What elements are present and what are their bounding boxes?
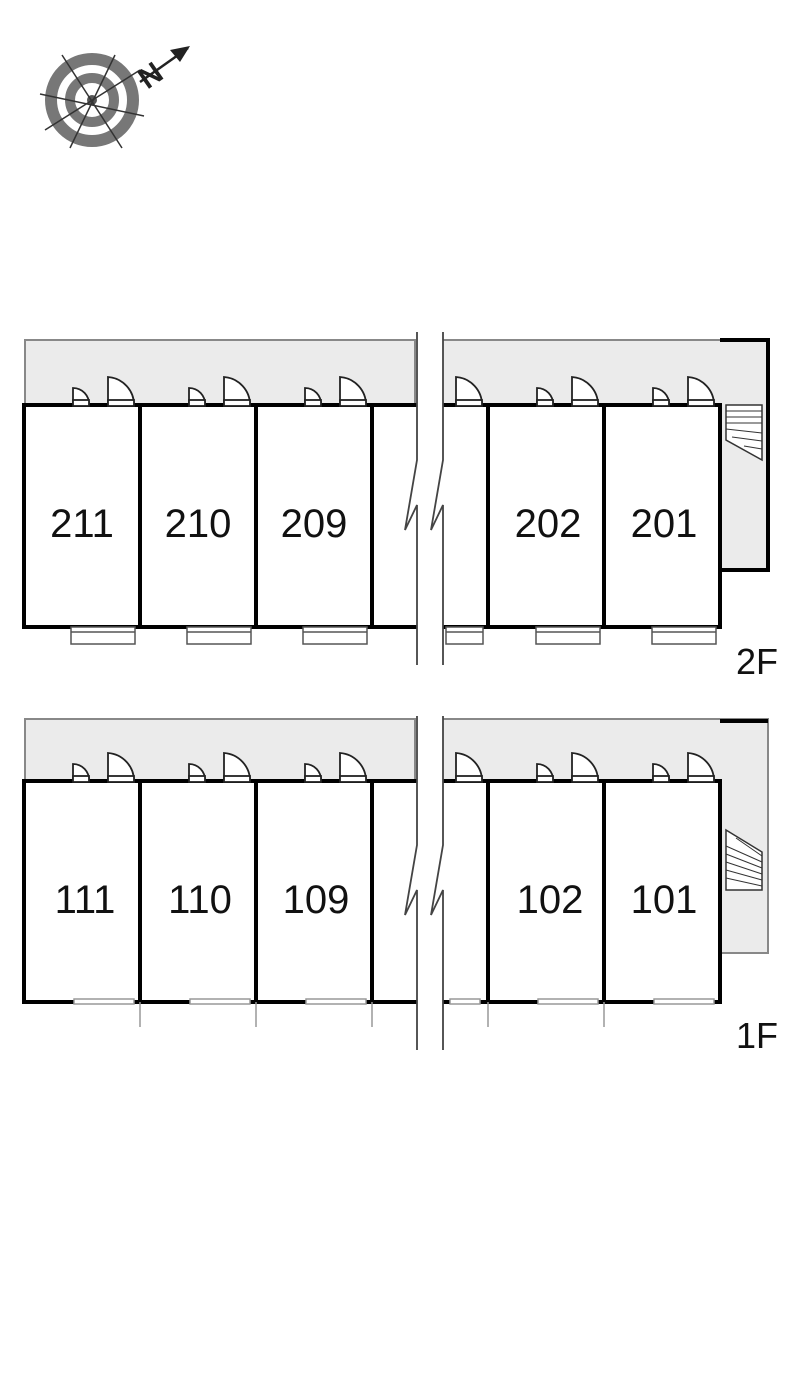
unit-number: 210 xyxy=(165,502,232,546)
unit-number: 111 xyxy=(55,878,116,922)
floor-label: 1F xyxy=(736,1015,778,1056)
break-gap-1f xyxy=(404,712,444,1052)
compass: N xyxy=(39,46,190,149)
floor-label: 2F xyxy=(736,641,778,682)
unit-number: 201 xyxy=(631,502,698,546)
stairs-1f xyxy=(725,828,763,891)
stairs-2f xyxy=(725,404,763,462)
unit-number: 101 xyxy=(631,878,698,922)
unit-labels-1f: 111 110 109 102 101 xyxy=(55,878,698,922)
compass-north-label: N xyxy=(133,56,170,95)
windows-1f xyxy=(73,998,715,1027)
balconies-2f xyxy=(70,626,717,645)
floor-1f: 111 110 109 102 101 1F xyxy=(22,712,778,1056)
unit-number: 109 xyxy=(283,878,350,922)
unit-number: 110 xyxy=(168,878,232,922)
unit-number: 202 xyxy=(515,502,582,546)
units-1f-walls xyxy=(22,779,722,1004)
doors-2f xyxy=(72,376,715,407)
unit-number: 102 xyxy=(517,878,584,922)
unit-number: 211 xyxy=(50,502,114,546)
unit-labels-2f: 211 210 209 202 201 xyxy=(50,502,697,546)
corridor-2f-end-wall xyxy=(720,338,770,572)
doors-1f xyxy=(72,752,715,783)
unit-number: 209 xyxy=(281,502,348,546)
compass-rose-icon xyxy=(39,53,145,149)
units-2f-walls xyxy=(22,403,722,629)
north-arrow-icon xyxy=(139,46,190,84)
floor-2f: 211 210 209 202 201 2F xyxy=(22,330,778,682)
break-gap-2f xyxy=(404,330,444,670)
